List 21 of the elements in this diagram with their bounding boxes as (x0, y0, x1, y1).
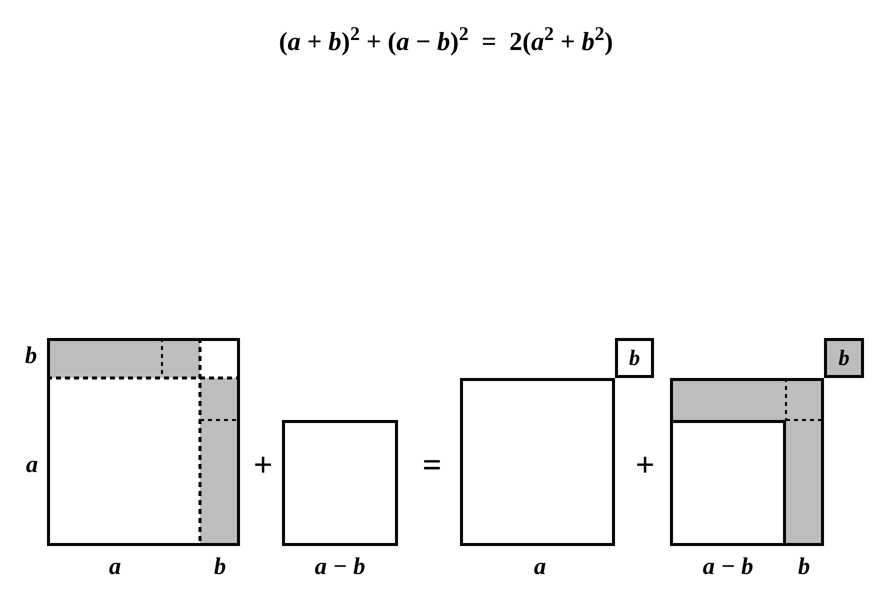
side-label: a (26, 453, 38, 477)
side-label: a (534, 555, 546, 579)
side-label: a (109, 555, 121, 579)
side-label: b (798, 555, 810, 579)
square (670, 378, 824, 546)
side-label: b (838, 344, 850, 372)
operator-sign: + (635, 449, 655, 483)
side-label: b (214, 555, 226, 579)
equation-title: (a + b)$^{2}$ + (a − b)$^{2}$ = 2(a$^{2}$ + b$^{2}$) (278, 23, 614, 58)
side-label: b (628, 344, 641, 372)
square (670, 420, 786, 546)
side-label: a − b (702, 555, 754, 579)
square (460, 378, 615, 546)
letter-square (824, 338, 864, 378)
operator-sign: = (422, 449, 442, 483)
side-label: a − b (314, 555, 366, 579)
square (47, 338, 240, 546)
operator-sign: + (253, 449, 273, 483)
letter-square (615, 338, 654, 378)
square (282, 420, 398, 546)
side-label: b (25, 344, 37, 368)
